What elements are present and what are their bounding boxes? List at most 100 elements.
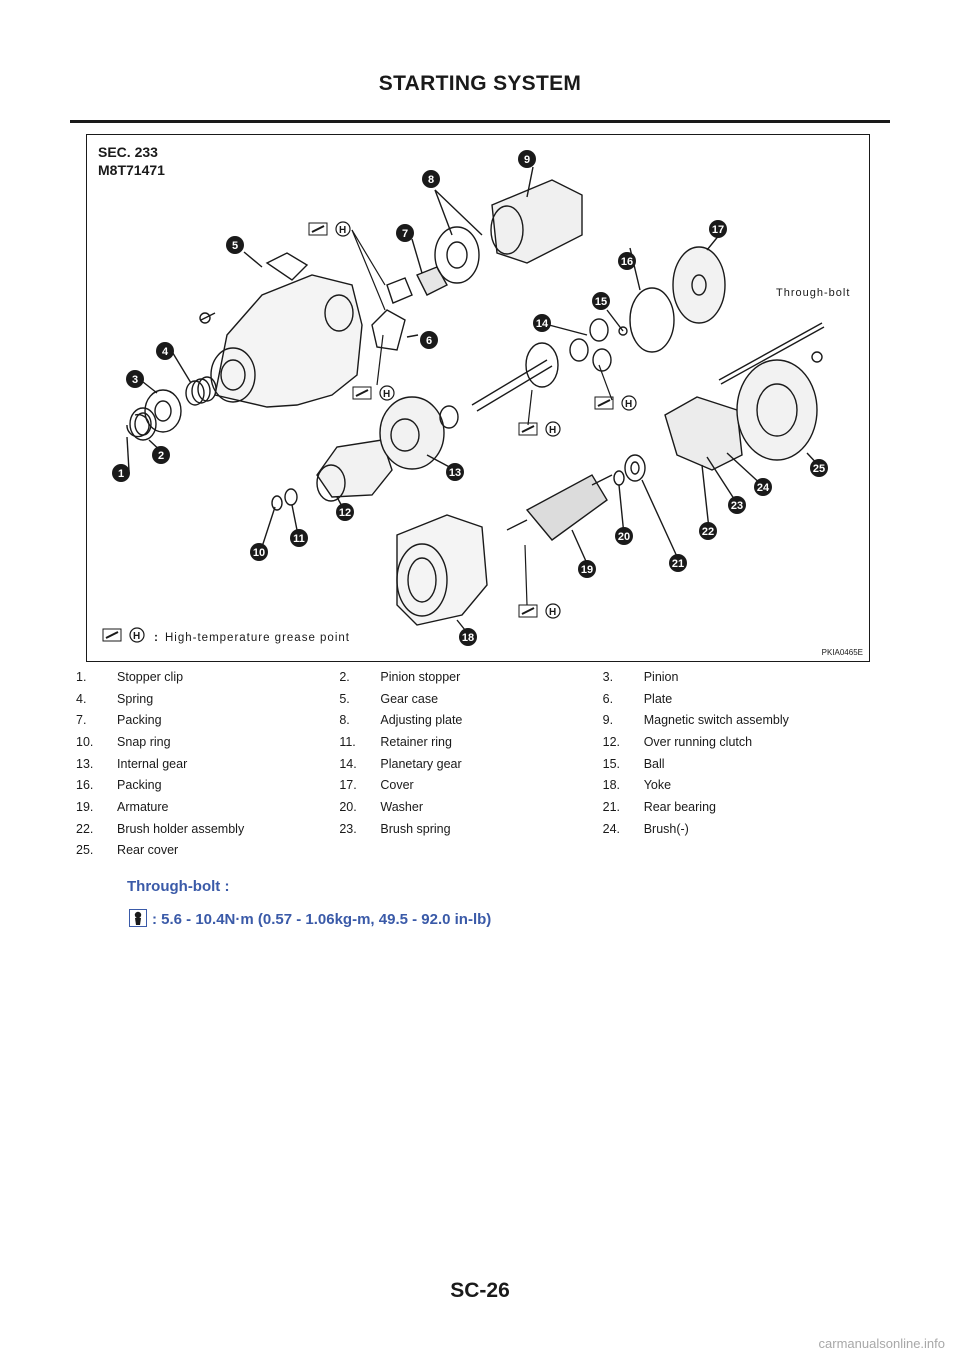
svg-text:4: 4	[162, 346, 169, 358]
part-name	[644, 840, 866, 862]
part-number: 1.	[76, 669, 87, 684]
svg-text:H: H	[133, 631, 140, 642]
part-number: 13.	[76, 756, 94, 771]
callout-11: 11	[290, 529, 308, 547]
callout-8: 8	[422, 170, 440, 188]
torque-wrench-icon	[129, 909, 147, 927]
part-name: Rear bearing	[643, 799, 716, 814]
part-number: 7.	[76, 713, 87, 728]
legend-grease-symbol: H	[102, 627, 145, 643]
part-name	[380, 840, 602, 862]
svg-text:23: 23	[731, 500, 743, 512]
section-number: SEC. 233	[98, 144, 158, 160]
part-number	[339, 840, 380, 862]
svg-text:10: 10	[253, 547, 265, 559]
part-name: Yoke	[643, 778, 672, 793]
part-name: Armature	[117, 799, 169, 814]
svg-text:21: 21	[672, 558, 684, 570]
part-name: Ball	[643, 756, 665, 771]
part-number: 4.	[76, 691, 87, 706]
part-number: 11.	[339, 734, 356, 749]
part-name: Planetary gear	[380, 756, 462, 771]
part-number: 24.	[602, 821, 621, 836]
svg-text:3: 3	[132, 374, 138, 386]
callout-22: 22	[699, 522, 717, 540]
svg-text:8: 8	[428, 174, 434, 186]
part-number: 6.	[602, 691, 614, 706]
svg-text:14: 14	[536, 318, 549, 330]
svg-text:24: 24	[757, 482, 770, 494]
callout-21: 21	[669, 554, 687, 572]
part-number: 19.	[76, 799, 94, 814]
callout-16: 16	[618, 252, 636, 270]
part-name: Internal gear	[117, 756, 188, 771]
svg-text:19: 19	[581, 564, 593, 576]
part-number: 16.	[76, 778, 94, 793]
callout-2: 2	[152, 446, 170, 464]
callout-1: 1	[112, 464, 130, 482]
callout-5: 5	[226, 236, 244, 254]
part-name: Spring	[117, 691, 154, 706]
parts-row: 13. Internal gear 14. Planetary gear 15. Ball	[76, 753, 866, 775]
starter-motor-exploded-view: H H H H H H 1234567891011121314151617181…	[102, 150, 850, 646]
svg-text:12: 12	[339, 507, 351, 519]
part-name: Plate	[643, 691, 673, 706]
svg-text:H: H	[625, 399, 632, 410]
part-name: Packing	[117, 713, 162, 728]
header-rule	[70, 120, 890, 123]
page-title: STARTING SYSTEM	[378, 72, 582, 95]
part-number: 14.	[339, 756, 357, 771]
svg-text:18: 18	[462, 632, 474, 644]
grease-point-symbols: H H H H H H	[102, 221, 637, 643]
part-name: Rear cover	[117, 843, 179, 858]
callout-19: 19	[578, 560, 596, 578]
callout-10: 10	[250, 543, 268, 561]
callout-17: 17	[709, 220, 727, 238]
through-bolt-label: Through-bolt	[776, 287, 850, 299]
part-name: Gear case	[380, 691, 439, 706]
part-name: Packing	[117, 778, 162, 793]
part-name: Brush spring	[380, 821, 451, 836]
svg-text:1: 1	[118, 468, 124, 480]
callout-24: 24	[754, 478, 772, 496]
model-number: M8T71471	[98, 162, 165, 178]
part-number: 20.	[339, 799, 357, 814]
callout-15: 15	[592, 292, 610, 310]
callout-18: 18	[459, 628, 477, 646]
watermark: carmanualsonline.info	[818, 1336, 945, 1351]
svg-text:H: H	[339, 225, 346, 236]
callout-12: 12	[336, 503, 354, 521]
torque-title: Through-bolt :	[127, 878, 230, 895]
svg-text:25: 25	[813, 463, 825, 475]
callout-9: 9	[518, 150, 536, 168]
part-name: Over running clutch	[643, 734, 753, 749]
part-name: Stopper clip	[117, 669, 184, 684]
part-number: 10.	[76, 734, 94, 749]
svg-text:11: 11	[293, 533, 305, 545]
callout-4: 4	[156, 342, 174, 360]
parts-row: 25.Rear cover	[76, 840, 866, 862]
part-number: 9.	[602, 713, 614, 728]
part-name: Pinion	[643, 669, 679, 684]
part-name: Magnetic switch assembly	[643, 713, 789, 728]
callout-14: 14	[533, 314, 551, 332]
svg-text:H: H	[549, 607, 556, 618]
part-number: 15.	[602, 756, 621, 771]
part-name: Snap ring	[117, 734, 171, 749]
part-name: Cover	[380, 778, 414, 793]
svg-text:5: 5	[232, 240, 238, 252]
legend-colon: :	[154, 630, 158, 644]
part-name: Washer	[380, 799, 423, 814]
svg-text:2: 2	[158, 450, 164, 462]
part-name: Retainer ring	[380, 734, 452, 749]
part-name: Brush(-)	[643, 821, 689, 836]
